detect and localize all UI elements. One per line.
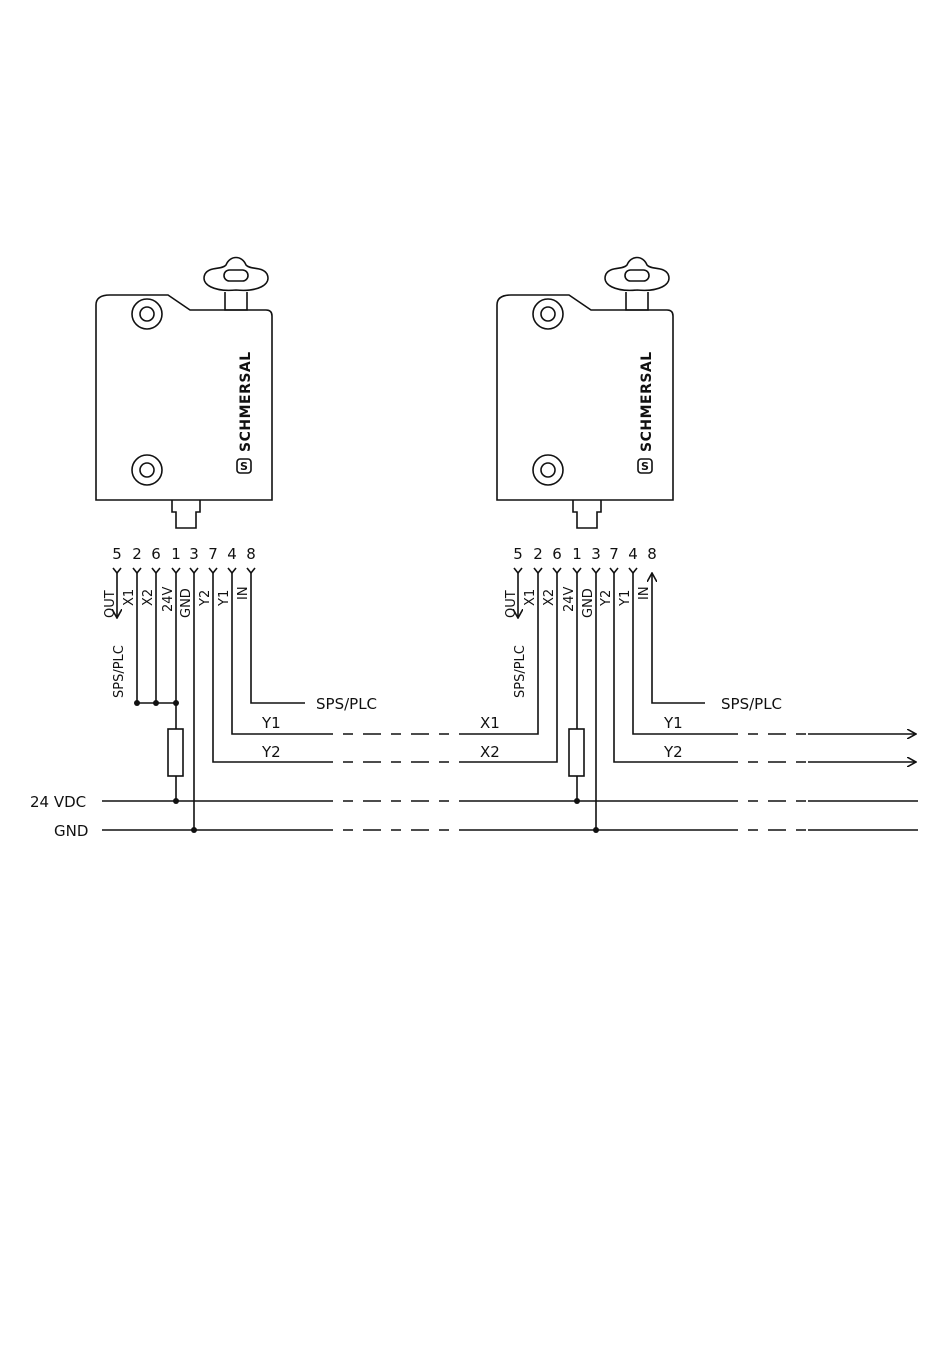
mounting-hole-icon <box>132 299 162 329</box>
signal-name: 24V <box>562 586 577 612</box>
signal-name: 24V <box>161 586 176 612</box>
x2-label: X2 <box>480 743 500 761</box>
wire-in <box>251 573 305 703</box>
pin-number: 2 <box>533 545 543 563</box>
junction-dot <box>153 700 159 706</box>
sps-plc-in-label: SPS/PLC <box>721 695 782 713</box>
signal-name: OUT <box>504 590 519 618</box>
brand-logo-icon: S <box>237 459 251 473</box>
fuse-icon <box>569 729 584 776</box>
terminal-marks <box>514 568 637 573</box>
signal-name: Y2 <box>198 590 213 607</box>
signal-name: Y1 <box>217 590 232 607</box>
signal-name: OUT <box>103 590 118 618</box>
y1-label: Y1 <box>261 714 281 732</box>
knob-slot-icon <box>625 270 649 281</box>
signal-name: Y1 <box>618 590 633 607</box>
pin-numbers-device-2: 5 2 6 1 3 7 4 8 <box>513 545 657 563</box>
sps-plc-label: SPS/PLC <box>112 645 127 698</box>
pin-number: 4 <box>227 545 237 563</box>
pin-number: 8 <box>647 545 657 563</box>
y1-label: Y1 <box>663 714 683 732</box>
svg-text:S: S <box>240 460 248 473</box>
y2-label: Y2 <box>663 743 683 761</box>
signal-name: X1 <box>122 589 137 606</box>
knob-icon <box>605 258 669 291</box>
supply-bus <box>102 801 918 830</box>
knob-icon <box>204 258 268 291</box>
sps-plc-in-label: SPS/PLC <box>316 695 377 713</box>
mounting-hole-icon <box>533 455 563 485</box>
svg-text:S: S <box>641 460 649 473</box>
pin-number: 2 <box>132 545 142 563</box>
pin-number: 5 <box>112 545 122 563</box>
pin-number: 3 <box>591 545 601 563</box>
signal-names-device-1: OUT X1 X2 24V GND Y2 Y1 IN SPS/PLC <box>103 586 251 698</box>
brand-name: SCHMERSAL <box>238 351 254 452</box>
brand-name: SCHMERSAL <box>639 351 655 452</box>
signal-name: IN <box>637 586 652 600</box>
pin-number: 6 <box>552 545 562 563</box>
mounting-hole-icon <box>533 299 563 329</box>
signal-names-device-2: OUT X1 X2 24V GND Y2 Y1 IN SPS/PLC <box>504 586 652 698</box>
pin-numbers-device-1: 5 2 6 1 3 7 4 8 <box>112 545 256 563</box>
pin-number: 7 <box>208 545 218 563</box>
m12-connector-icon <box>573 500 601 528</box>
signal-name: GND <box>179 588 194 618</box>
wire-in <box>652 573 705 703</box>
pin-number: 6 <box>151 545 161 563</box>
junction-dot <box>173 700 179 706</box>
pin-number: 5 <box>513 545 523 563</box>
wiring-device-1 <box>113 568 315 833</box>
gnd-label: GND <box>54 822 88 840</box>
terminal-marks <box>113 568 255 573</box>
brand-logo-icon: S <box>638 459 652 473</box>
signal-name: X2 <box>141 589 156 606</box>
pin-number: 3 <box>189 545 199 563</box>
pin-number: 1 <box>572 545 582 563</box>
y2-label: Y2 <box>261 743 281 761</box>
junction-dot <box>134 700 140 706</box>
pin-number: 1 <box>171 545 181 563</box>
knob-stem-icon <box>626 292 648 310</box>
knob-stem-icon <box>225 292 247 310</box>
signal-name: IN <box>236 586 251 600</box>
vdc-label: 24 VDC <box>30 793 86 811</box>
m12-connector-icon <box>172 500 200 528</box>
x1-label: X1 <box>480 714 500 732</box>
device-1: SCHMERSAL S <box>96 258 272 529</box>
device-2: SCHMERSAL S <box>497 258 673 529</box>
signal-name: X1 <box>523 589 538 606</box>
knob-slot-icon <box>224 270 248 281</box>
pin-number: 8 <box>246 545 256 563</box>
mounting-hole-icon <box>132 455 162 485</box>
pin-number: 4 <box>628 545 638 563</box>
pin-number: 7 <box>609 545 619 563</box>
signal-name: Y2 <box>599 590 614 607</box>
signal-name: X2 <box>542 589 557 606</box>
sps-plc-label: SPS/PLC <box>513 645 528 698</box>
signal-name: GND <box>581 588 596 618</box>
fuse-icon <box>168 729 183 776</box>
